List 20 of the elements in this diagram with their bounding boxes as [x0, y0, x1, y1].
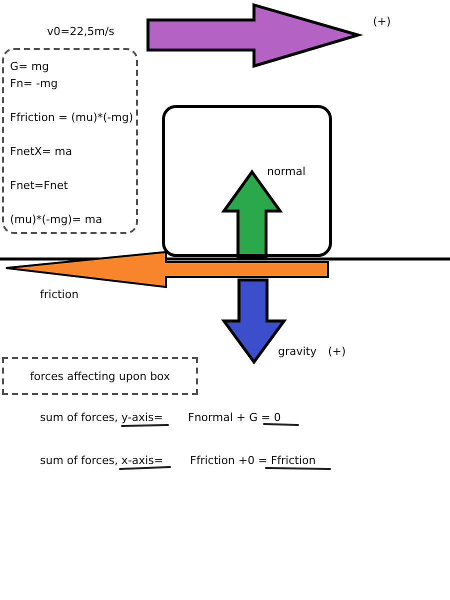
force-label: friction — [40, 288, 79, 301]
sign-label: (+) — [373, 15, 391, 28]
equation-panel — [2, 48, 138, 234]
force-label: normal — [267, 165, 306, 178]
force-label: gravity — [278, 345, 317, 358]
equation-text: FnetX= ma — [10, 145, 72, 158]
equation-text: Ffriction = (mu)*(-mg) — [10, 111, 134, 124]
velocity-label: v0=22,5m/s — [47, 25, 114, 38]
heading-box — [2, 357, 198, 395]
equation-text: G= mg — [10, 60, 49, 73]
sign-label: (+) — [328, 345, 346, 358]
equation-text: Fnet=Fnet — [10, 179, 68, 192]
equation-text: Fnormal + G = 0 — [188, 411, 281, 424]
equation-text: sum of forces, y-axis= — [40, 411, 163, 424]
block-box — [162, 105, 332, 257]
equation-text: (mu)*(-mg)= ma — [10, 213, 102, 226]
heading-text: forces affecting upon box — [30, 370, 170, 382]
equation-text: Ffriction +0 = Ffriction — [190, 454, 316, 467]
equation-text: sum of forces, x-axis= — [40, 454, 164, 467]
equation-text: Fn= -mg — [10, 77, 58, 90]
